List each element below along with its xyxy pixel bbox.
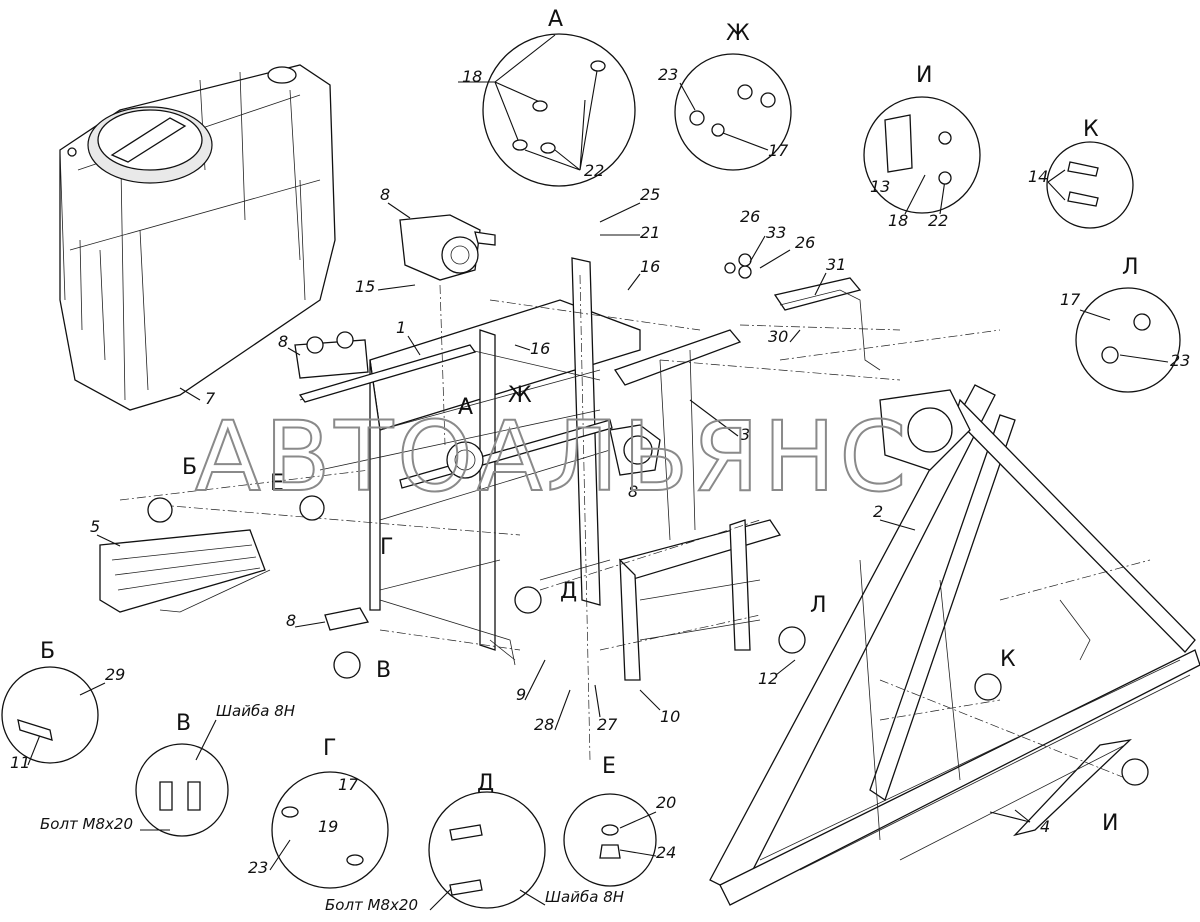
callout-7: 7 bbox=[205, 389, 216, 408]
detail-i-title: И bbox=[916, 63, 932, 88]
callout-16-left: 16 bbox=[530, 339, 550, 358]
detail-i-label-13: 13 bbox=[870, 177, 890, 196]
marker-b: Б bbox=[182, 455, 197, 480]
marker-i: И bbox=[1102, 811, 1118, 836]
detail-i-label-18: 18 bbox=[888, 211, 908, 230]
detail-d-title: Д bbox=[477, 771, 494, 796]
callout-33: 33 bbox=[766, 223, 786, 242]
detail-e-title: Е bbox=[602, 754, 616, 779]
callout-8-tap: 8 bbox=[286, 611, 296, 630]
callout-15: 15 bbox=[355, 277, 375, 296]
callout-16-right: 16 bbox=[640, 257, 660, 276]
dash-lines bbox=[119, 274, 1151, 781]
detail-k: К 14 bbox=[1028, 117, 1134, 229]
detail-l-title: Л bbox=[1122, 255, 1139, 280]
callout-26-right: 26 bbox=[795, 233, 815, 252]
callout-27: 27 bbox=[597, 715, 618, 734]
detail-d-label-bolt: Болт М8х20 bbox=[325, 896, 418, 914]
watermark: АВТОАЛЬЯНС bbox=[195, 401, 910, 513]
detail-zh-title: Ж bbox=[726, 21, 750, 46]
detail-d-label-washer: Шайба 8Н bbox=[545, 888, 624, 906]
detail-g-title: Г bbox=[323, 736, 336, 761]
detail-v-label-bolt: Болт М8х20 bbox=[40, 815, 133, 833]
detail-a-label-18: 18 bbox=[462, 67, 482, 86]
callout-31: 31 bbox=[826, 255, 846, 274]
detail-v: В Шайба 8Н Болт М8х20 bbox=[40, 702, 295, 837]
detail-g-label-17: 17 bbox=[338, 775, 359, 794]
detail-zh-label-17: 17 bbox=[768, 141, 789, 160]
detail-a-label-22: 22 bbox=[584, 161, 604, 180]
detail-b-label-29: 29 bbox=[105, 665, 125, 684]
callout-25: 25 bbox=[640, 185, 660, 204]
detail-a-title: А bbox=[548, 7, 563, 32]
callout-1: 1 bbox=[396, 318, 406, 337]
marker-a: А bbox=[458, 395, 473, 420]
detail-l: Л 17 23 bbox=[1060, 255, 1190, 393]
callout-3: 3 bbox=[740, 425, 750, 444]
callout-10: 10 bbox=[660, 707, 680, 726]
view-markers: Ж А Е Б Г В Д Л К И bbox=[147, 383, 1149, 836]
detail-l-label-23: 23 bbox=[1170, 351, 1190, 370]
callout-28: 28 bbox=[534, 715, 554, 734]
step-ladder bbox=[99, 529, 271, 613]
detail-i-label-22: 22 bbox=[928, 211, 948, 230]
detail-l-label-17: 17 bbox=[1060, 290, 1081, 309]
main-frame bbox=[298, 257, 641, 666]
marker-k: К bbox=[1000, 647, 1016, 672]
callout-8-valve: 8 bbox=[278, 332, 288, 351]
marker-g: Г bbox=[380, 535, 393, 560]
marker-zh: Ж bbox=[508, 383, 532, 408]
callout-26-top: 26 bbox=[740, 207, 760, 226]
marker-v: В bbox=[376, 658, 391, 683]
detail-v-label-washer: Шайба 8Н bbox=[216, 702, 295, 720]
detail-i: И 13 18 22 bbox=[863, 63, 981, 230]
detail-b-label-11: 11 bbox=[10, 753, 30, 772]
detail-zh: Ж 23 17 bbox=[658, 21, 792, 171]
detail-v-title: В bbox=[176, 711, 191, 736]
callout-9: 9 bbox=[516, 685, 526, 704]
detail-k-title: К bbox=[1083, 117, 1099, 142]
callout-8-motor: 8 bbox=[628, 482, 638, 501]
callout-30: 30 bbox=[768, 327, 788, 346]
boom-frame bbox=[709, 384, 1200, 906]
detail-g-label-19: 19 bbox=[318, 817, 338, 836]
callout-4: 4 bbox=[1040, 817, 1050, 836]
callout-21: 21 bbox=[640, 223, 660, 242]
lift-bracket bbox=[613, 329, 782, 681]
callout-2: 2 bbox=[873, 502, 883, 521]
callout-12: 12 bbox=[758, 669, 778, 688]
callout-labels: 1 2 3 4 5 7 8 8 8 8 9 10 12 15 16 16 21 … bbox=[90, 185, 1050, 836]
detail-e-label-20: 20 bbox=[656, 793, 676, 812]
detail-g: Г 17 19 23 bbox=[248, 736, 389, 889]
callout-5: 5 bbox=[90, 517, 100, 536]
detail-e: Е 20 24 bbox=[563, 754, 676, 887]
detail-b: Б 29 11 bbox=[1, 639, 125, 772]
hoses bbox=[724, 253, 881, 371]
detail-g-label-23: 23 bbox=[248, 858, 268, 877]
detail-e-label-24: 24 bbox=[656, 843, 676, 862]
marker-l: Л bbox=[810, 593, 827, 618]
tank-assembly bbox=[59, 64, 336, 411]
pump-and-valves bbox=[294, 214, 661, 631]
marker-d: Д bbox=[560, 579, 577, 604]
detail-d: Д Болт М8х20 Шайба 8Н bbox=[325, 771, 624, 914]
detail-b-title: Б bbox=[40, 639, 55, 664]
callout-8-pump: 8 bbox=[380, 185, 390, 204]
detail-zh-label-23: 23 bbox=[658, 65, 678, 84]
detail-a: А 18 22 bbox=[458, 7, 636, 187]
detail-k-label-14: 14 bbox=[1028, 167, 1048, 186]
marker-e: Е bbox=[270, 471, 284, 496]
